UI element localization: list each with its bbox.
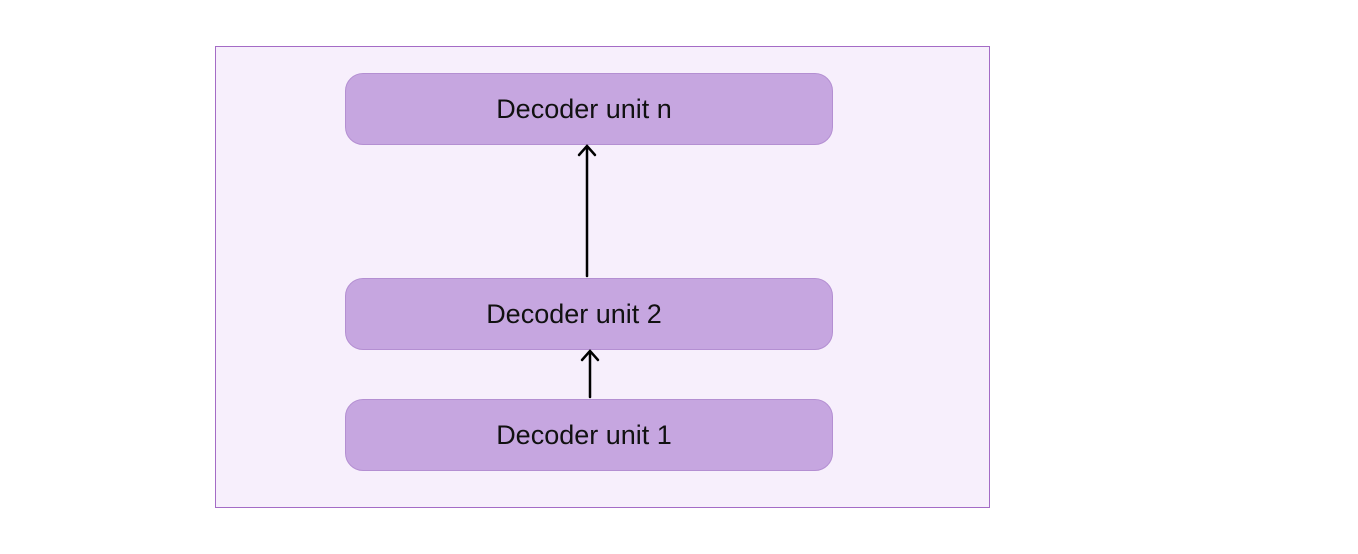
decoder-unit-1-label: Decoder unit 1 [496,419,672,450]
decoder-unit-n-label: Decoder unit n [496,93,672,124]
decoder-unit-2-label: Decoder unit 2 [486,298,662,329]
decoder-unit-1: Decoder unit 1 [345,399,833,471]
decoder-unit-n: Decoder unit n [345,73,833,145]
decoder-unit-2: Decoder unit 2 [345,278,833,350]
